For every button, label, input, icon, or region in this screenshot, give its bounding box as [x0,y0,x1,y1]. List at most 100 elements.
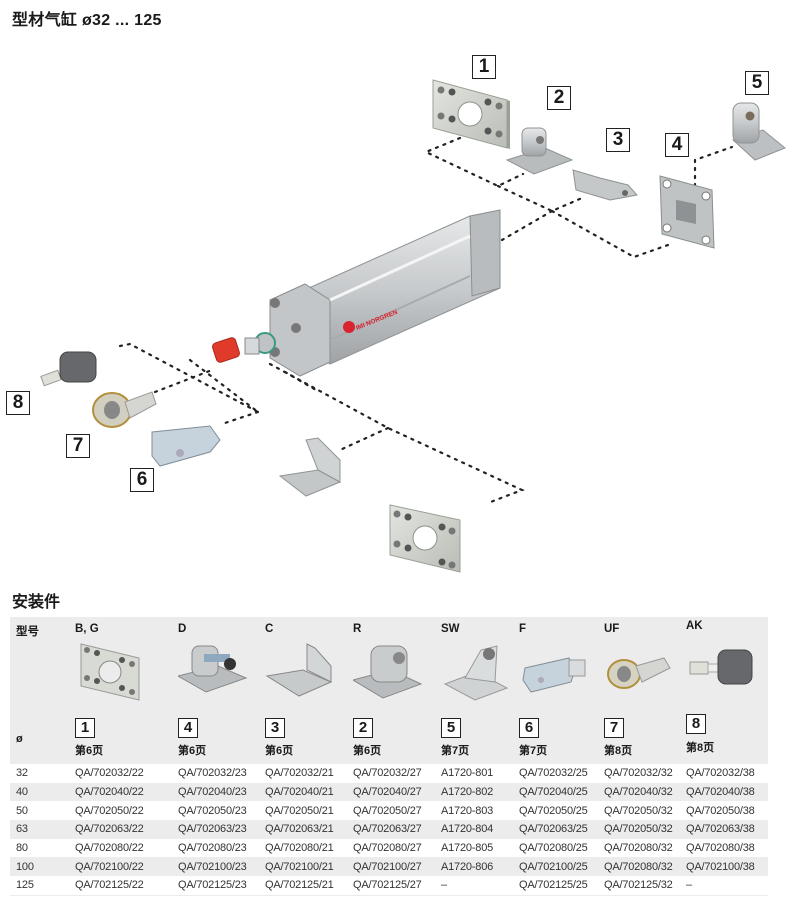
column-header-f: F [519,623,527,635]
part-number-cell: QA/702050/27 [353,804,422,817]
callout-7: 7 [66,434,90,458]
table-row: 50 QA/702050/22 QA/702050/23 QA/702050/21 QA… [10,801,768,821]
part-number-cell: QA/702032/32 [604,767,673,780]
part-number-cell: QA/702125/23 [178,879,247,892]
column-page-ref[interactable]: 第8页 [604,745,633,757]
part-number-cell: QA/702040/22 [75,786,144,799]
callout-8: 8 [6,391,30,415]
column-ref-number: 2 [353,718,373,738]
foot-bracket-top [572,169,638,201]
part-number-cell: QA/702050/22 [75,804,144,817]
connector-lines [118,136,734,505]
part-number-cell: QA/702040/38 [686,786,755,799]
part-number-cell: A1720-802 [441,786,494,799]
callout-4: 4 [665,133,689,157]
column-ref-number: 1 [75,718,95,738]
column-page-ref[interactable]: 第8页 [686,742,715,754]
column-page-ref[interactable]: 第6页 [178,745,207,757]
column-header-ak: AK [686,620,703,632]
flange-plate-top [432,79,510,149]
part-number-cell: QA/702125/21 [265,879,334,892]
part-number-cell: QA/702040/25 [519,786,588,799]
rod-clevis-icon [519,640,589,702]
part-number-cell: A1720-806 [441,860,494,873]
bore-label: ø [16,733,23,745]
part-number-cell: QA/702100/27 [353,860,422,873]
part-number-cell: QA/702080/32 [604,842,673,855]
self-align-coupler-icon [686,640,756,702]
column-ref-number: 7 [604,718,624,738]
part-number-cell: QA/702080/25 [519,842,588,855]
column-header-sw: SW [441,623,460,635]
pivot-bracket-top [505,127,574,175]
bore-size-cell: 50 [16,804,28,817]
part-number-cell: QA/702050/25 [519,804,588,817]
part-number-cell: QA/702032/23 [178,767,247,780]
column-page-ref[interactable]: 第6页 [353,745,382,757]
bore-size-cell: 100 [16,860,34,873]
part-number-cell: QA/702032/25 [519,767,588,780]
part-number-cell: QA/702063/25 [519,823,588,836]
part-number-cell: QA/702100/21 [265,860,334,873]
column-page-ref[interactable]: 第6页 [265,745,294,757]
part-number-cell: QA/702063/21 [265,823,334,836]
part-number-cell: QA/702080/32 [604,860,673,873]
part-number-cell: A1720-803 [441,804,494,817]
column-ref-number: 8 [686,714,706,734]
part-number-cell: QA/702100/23 [178,860,247,873]
column-page-ref[interactable]: 第7页 [441,745,470,757]
part-number-cell: QA/702063/38 [686,823,755,836]
part-number-cell: QA/702080/27 [353,842,422,855]
part-number-cell: QA/702050/38 [686,804,755,817]
part-number-cell: QA/702125/27 [353,879,422,892]
bore-size-cell: 40 [16,786,28,799]
part-number-cell: QA/702050/23 [178,804,247,817]
square-flange-top [659,175,715,249]
column-ref-number: 6 [519,718,539,738]
part-number-cell: QA/702050/21 [265,804,334,817]
foot-bracket-icon [265,640,335,702]
part-number-cell: A1720-804 [441,823,494,836]
rod-eye-icon [604,640,674,702]
part-number-cell: QA/702100/22 [75,860,144,873]
table-row: 100 QA/702100/22 QA/702100/23 QA/702100/21 Q… [10,857,768,877]
part-number-cell: QA/702040/32 [604,786,673,799]
part-number-cell: – [441,879,447,892]
part-number-cell: QA/702125/25 [519,879,588,892]
part-number-cell: QA/702032/22 [75,767,144,780]
callout-1: 1 [472,55,496,79]
bore-size-cell: 80 [16,842,28,855]
part-number-cell: QA/702050/32 [604,823,673,836]
section-title: 安装件 [12,594,61,611]
part-number-cell: QA/702125/32 [604,879,673,892]
column-page-ref[interactable]: 第7页 [519,745,548,757]
clevis-bracket-icon [176,640,248,702]
part-number-cell: A1720-805 [441,842,494,855]
part-number-cell: A1720-801 [441,767,494,780]
column-header-d: D [178,623,187,635]
column-header-r: R [353,623,362,635]
column-ref-number: 5 [441,718,461,738]
callout-3: 3 [606,128,630,152]
bore-size-cell: 125 [16,879,34,892]
part-number-cell: QA/702080/22 [75,842,144,855]
flange-plate-bottom [389,504,461,573]
callout-2: 2 [547,86,571,110]
column-page-ref[interactable]: 第6页 [75,745,104,757]
part-number-cell: QA/702032/27 [353,767,422,780]
column-ref-number: 4 [178,718,198,738]
flange-plate-icon [75,640,145,702]
part-number-cell: QA/702040/27 [353,786,422,799]
foot-bracket-bottom [278,437,342,497]
model-label: 型号 [16,626,39,638]
part-number-cell: QA/702032/38 [686,767,755,780]
page-title: 型材气缸 ø32 ... 125 [12,12,162,29]
column-header-uf: UF [604,623,620,635]
part-number-cell: – [686,879,692,892]
pneumatic-cylinder: IMI NORGREN [212,209,501,377]
